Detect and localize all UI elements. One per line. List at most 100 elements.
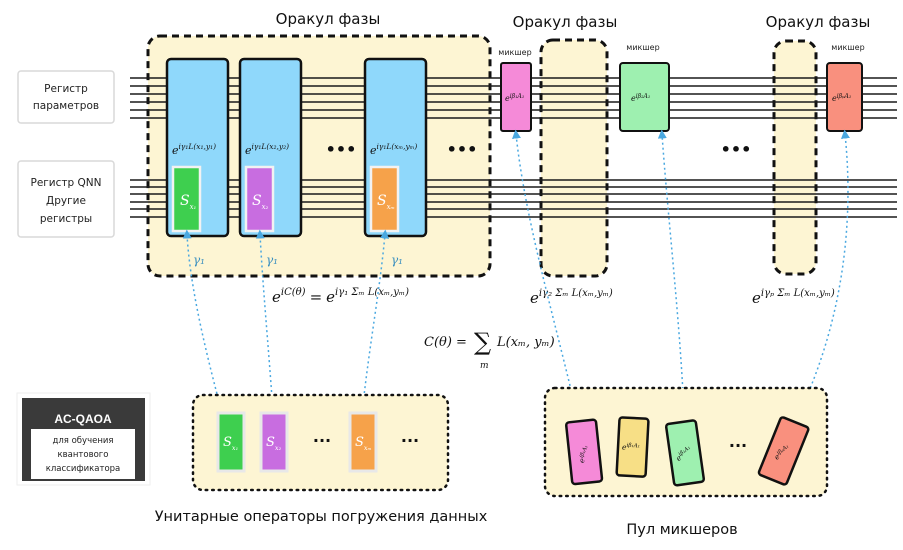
gate-exp-sup: iγ₁L(x₁,y₁)	[179, 142, 217, 151]
mixer-pool-caption: Пул микшеров	[626, 522, 737, 538]
embed-label: S	[252, 193, 262, 209]
embed-label: S	[223, 435, 232, 450]
mixer-pool-item-1[interactable]: eiβ₁A₁	[564, 418, 604, 486]
svg-text:eiβₚA₁: eiβₚA₁	[832, 93, 851, 103]
mixer-exp-base: e	[674, 453, 683, 463]
embedding-pool-item-m[interactable]: Sxₘ	[348, 411, 378, 473]
gate-exp-sup: iγ₁L(xₘ,yₘ)	[377, 142, 418, 151]
register-qnn-line2: Другие	[46, 195, 86, 207]
mixer-exp-sup: iβ₁A₁	[510, 93, 525, 100]
cost-sum-sign: ∑	[474, 328, 491, 356]
mixer-exp-base: e	[622, 442, 627, 451]
embedding-pool-item-1[interactable]: Sx₁	[216, 411, 246, 473]
oracle-title-p: Оракул фазы	[766, 13, 871, 31]
arrow-embed-2	[255, 229, 274, 413]
gamma-label-1: γ₁	[193, 253, 205, 267]
qaoa-line1: для обучения	[52, 436, 113, 446]
embed-sub: xₘ	[387, 203, 395, 211]
mixer-pool-ellipsis: ···	[729, 436, 747, 455]
mixer-label: микшер	[626, 43, 659, 52]
arrow-embed-1	[182, 229, 223, 414]
formula-oracle-p: eiγₚ Σₘ L(xₘ,yₘ)	[752, 288, 835, 307]
mixer-exp-sup: iβₚA₁	[837, 93, 852, 100]
gamma-label-m: γ₁	[391, 253, 403, 267]
mixer-exp-base: e	[577, 456, 587, 464]
mixer-gate-2[interactable]: микшер eiβ₂A₁	[619, 43, 670, 132]
embed-sub: x₁	[190, 203, 197, 211]
embed-sub: x₂	[275, 444, 282, 452]
svg-text:Sx₂: Sx₂	[266, 435, 282, 452]
oracle-gate-2[interactable]: eiγ₁L(x₂,y₂) Sx₂	[238, 57, 303, 238]
embed-gate-s-xm	[369, 165, 400, 233]
formula-base: e	[530, 289, 539, 307]
svg-text:eiβ₂A₁: eiβ₂A₁	[631, 93, 650, 103]
embed-sub: xₘ	[364, 444, 372, 452]
ac-qaoa-box: AC-QAOA для обучения квантового классифи…	[16, 392, 151, 486]
embed-sub: x₂	[262, 203, 269, 211]
gamma-label-2: γ₁	[266, 253, 278, 267]
embedding-pool-caption: Унитарные операторы погружения данных	[155, 509, 488, 525]
svg-text:eiβ₁A₁: eiβ₁A₁	[622, 442, 640, 452]
embedding-pool-item-2[interactable]: Sx₂	[259, 411, 289, 473]
register-params-line2: параметров	[33, 100, 99, 112]
mixer-label: микшер	[498, 48, 531, 57]
register-qnn-label: Регистр QNN Другие регистры	[17, 160, 115, 238]
ellipsis-after-oracle: •••	[447, 140, 478, 159]
mixer-pool-item-3[interactable]: eiβ₁A₁	[664, 419, 706, 487]
cost-function-formula: C(θ) = ∑ m L(xₘ, yₘ)	[424, 328, 555, 371]
embed-gate-s-x2	[244, 165, 275, 233]
mixer-label: микшер	[831, 43, 864, 52]
mixer-pool: eiβ₁A₁ eiβ₁A₁ eiβ₁A₁ ··· eiβₚA₁	[543, 386, 829, 498]
register-params-label: Регистр параметров	[17, 70, 115, 124]
svg-text:eiγ₁L(xₘ,yₘ): eiγ₁L(xₘ,yₘ)	[370, 142, 417, 157]
formula-sup: iγₚ Σₘ L(xₘ,yₘ)	[761, 288, 835, 299]
gate-exp-base: e	[370, 144, 377, 157]
register-params-line1: Регистр	[44, 83, 88, 95]
embedding-pool: Sx₁ Sx₂ ··· Sxₘ ···	[191, 393, 450, 492]
mixer-exp-base: e	[631, 94, 636, 103]
svg-text:Sx₁: Sx₁	[223, 435, 238, 452]
cost-rhs: L(xₘ, yₘ)	[496, 335, 555, 350]
cost-sum-sub: m	[480, 361, 489, 371]
qaoa-line2: квантового	[58, 450, 109, 460]
mixer-pool-item-2[interactable]: eiβ₁A₁	[615, 416, 650, 478]
oracle-gate-m[interactable]: eiγ₁L(xₘ,yₘ) Sxₘ	[363, 57, 428, 238]
svg-text:eiγ₁L(x₂,y₂): eiγ₁L(x₂,y₂)	[245, 142, 289, 157]
qaoa-line3: классификатора	[46, 464, 121, 474]
mixer-gate-1[interactable]: микшер eiβ₁A₁	[498, 48, 532, 132]
ellipsis-layers: •••	[721, 140, 752, 159]
embed-label: S	[355, 435, 364, 450]
formula-base: e	[752, 289, 761, 307]
phase-oracle-box-p	[772, 39, 818, 276]
qaoa-title: AC-QAOA	[54, 412, 112, 426]
mixer-exp-sup: iβ₁A₁	[626, 443, 640, 450]
phase-oracle-box-2	[539, 38, 609, 278]
svg-text:Sx₂: Sx₂	[252, 193, 269, 211]
gate-exp-base: e	[172, 144, 179, 157]
formula-sup: iγ₂ Σₘ L(xₘ,yₘ)	[539, 288, 613, 299]
formula-oracle-2: eiγ₂ Σₘ L(xₘ,yₘ)	[530, 288, 613, 307]
formula-lhs-sup: iC(θ)	[281, 287, 306, 298]
register-qnn-line3: регистры	[40, 213, 92, 225]
formula-eq: =	[310, 288, 323, 306]
oracle-title-2: Оракул фазы	[513, 13, 618, 31]
mixer-gate-p[interactable]: микшер eiβₚA₁	[826, 43, 865, 132]
arrow-embed-m	[361, 229, 390, 414]
svg-text:Sxₘ: Sxₘ	[355, 435, 372, 452]
svg-text:eiβ₁A₁: eiβ₁A₁	[505, 93, 524, 103]
mixer-pool-item-p[interactable]: eiβₚA₁	[757, 416, 810, 486]
mixer-exp-sup: iβ₁A₁	[579, 444, 590, 459]
arrow-mixer-2	[657, 129, 685, 415]
oracle-title-1: Оракул фазы	[276, 10, 381, 28]
embed-label: S	[377, 193, 387, 209]
embed-label: S	[266, 435, 275, 450]
embed-label: S	[180, 193, 190, 209]
svg-text:Sxₘ: Sxₘ	[377, 193, 395, 211]
embedding-pool-ellipsis-1: ···	[313, 431, 331, 450]
oracle-gate-1[interactable]: eiγ₁L(x₁,y₁) Sx₁	[165, 57, 230, 238]
connection-arrows	[182, 129, 850, 421]
gate-exp-sup: iγ₁L(x₂,y₂)	[252, 142, 290, 151]
formula-oracle-1: eiC(θ)=eiγ₁ Σₘ L(xₘ,yₘ)	[272, 287, 409, 306]
formula-rhs-sup: iγ₁ Σₘ L(xₘ,yₘ)	[335, 287, 409, 298]
